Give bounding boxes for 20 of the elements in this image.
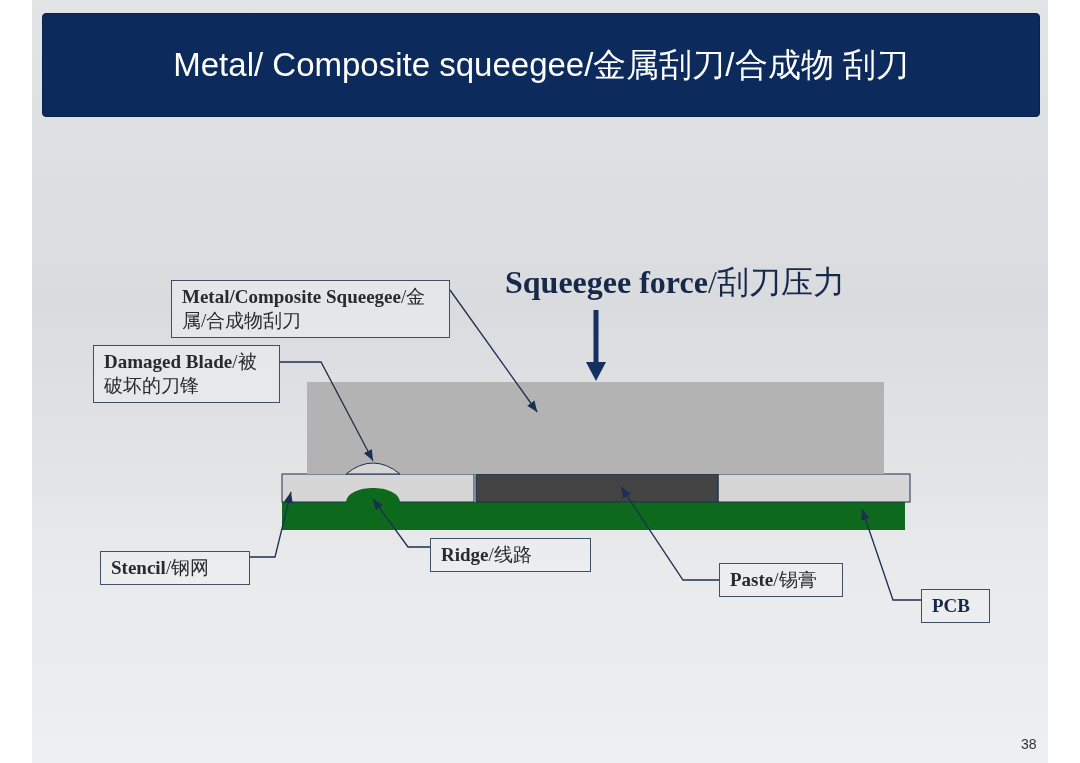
page-number: 38 <box>1021 736 1037 753</box>
solder-paste <box>475 473 719 503</box>
force-label: Squeegee force/刮刀压力 <box>505 263 845 302</box>
callout-box: Ridge/线路 <box>430 538 591 572</box>
callout-box: Paste/锡膏 <box>719 563 843 597</box>
squeegee-blade <box>307 382 884 475</box>
leader-line <box>279 361 374 462</box>
callout-box: Damaged Blade/被破坏的刀锋 <box>93 345 280 403</box>
dent-arc <box>345 462 401 475</box>
callout-box: Metal/Composite Squeegee/金属/合成物刮刀 <box>171 280 450 338</box>
leader-line <box>249 491 293 558</box>
callout-box: PCB <box>921 589 990 623</box>
stencil-layer <box>717 473 911 503</box>
leader-line <box>861 508 922 601</box>
leader-line <box>620 486 720 581</box>
callout-box: Stencil/钢网 <box>100 551 250 585</box>
slide-title: Metal/ Composite squeegee/金属刮刀/合成物 刮刀 <box>42 13 1040 117</box>
ridge-bump <box>346 488 400 506</box>
leader-line <box>372 498 431 548</box>
leader-line <box>449 289 538 413</box>
